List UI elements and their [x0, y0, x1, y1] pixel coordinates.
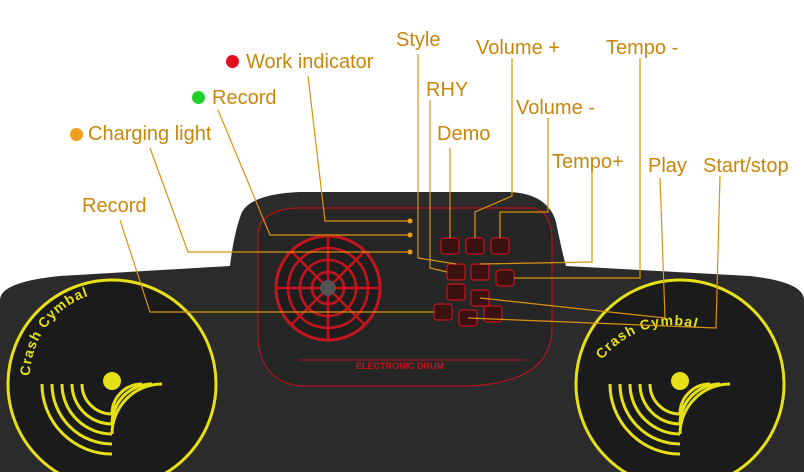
volume-down-button[interactable] — [490, 237, 510, 255]
speaker-grille-icon — [274, 234, 382, 342]
left-pad-arcs — [40, 382, 163, 456]
volume-down-label: Volume - — [516, 97, 595, 119]
right-pad-center — [671, 372, 689, 390]
volume-up-button[interactable] — [465, 237, 485, 255]
record-button[interactable] — [433, 303, 453, 321]
record-button-label: Record — [82, 195, 147, 217]
record-indicator-dot — [192, 91, 205, 104]
volume-up-label: Volume + — [476, 37, 560, 59]
leader-lines — [119, 54, 721, 329]
charging-light-dot — [70, 128, 83, 141]
style-label: Style — [396, 29, 441, 51]
play-label: Play — [648, 155, 687, 177]
start-stop-label: Start/stop — [703, 155, 789, 177]
tempo-up-button[interactable] — [470, 263, 490, 281]
tempo-down-button[interactable] — [495, 269, 515, 287]
extra-button[interactable] — [483, 305, 503, 323]
tempo-down-label: Tempo - — [606, 37, 679, 59]
style-button[interactable] — [446, 283, 466, 301]
demo-button[interactable] — [440, 237, 460, 255]
record-indicator-label: Record — [212, 87, 277, 109]
work-indicator-label: Work indicator — [246, 51, 374, 73]
left-pad-center — [103, 372, 121, 390]
panel-text: ELECTRONIC DRUM — [356, 361, 444, 371]
work-indicator-dot — [226, 55, 239, 68]
rhy-button[interactable] — [446, 263, 466, 281]
rhy-label: RHY — [426, 79, 469, 101]
demo-label: Demo — [437, 123, 491, 145]
charging-light-label: Charging light — [88, 123, 212, 145]
tempo-up-label: Tempo+ — [552, 151, 624, 173]
right-pad-arcs — [608, 382, 731, 456]
